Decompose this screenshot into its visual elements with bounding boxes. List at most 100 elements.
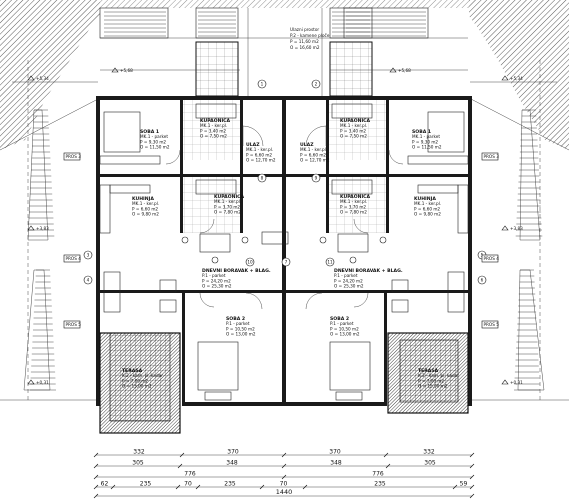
level-marker	[27, 379, 35, 385]
dim-tick	[259, 484, 265, 490]
room-name: TERASA	[418, 368, 439, 374]
room-name: SOBA 1	[140, 129, 159, 135]
dim-tick	[195, 484, 201, 490]
room-name: TERASA	[122, 368, 143, 374]
dim-value: 305	[424, 460, 436, 467]
dim-value: 370	[227, 449, 239, 456]
tiled-floors	[183, 100, 386, 233]
room-spec: O = 25,30 m2	[202, 284, 232, 289]
dim-tick	[469, 474, 475, 480]
stairwell-line-3: O = 16,60 m2	[290, 45, 320, 50]
section-label: PROS 3	[66, 154, 82, 159]
furniture	[99, 103, 469, 401]
dimension-ticks	[93, 452, 475, 499]
room-spec: P = 24,20 m2	[202, 278, 231, 283]
section-label: PROS 4	[484, 256, 500, 261]
dim-tick	[383, 452, 389, 458]
dim-value: 776	[372, 471, 384, 478]
room-spec: O = 13,00 m2	[330, 332, 360, 337]
room-spec: O = 7,80 m2	[340, 210, 367, 215]
dim-value: 62	[101, 481, 109, 488]
level-marker	[501, 225, 509, 231]
dim-value: 776	[184, 471, 196, 478]
room-name: DNEVNI BORAVAK + BLAG.	[334, 268, 403, 274]
dim-tick	[110, 484, 116, 490]
room-spec: MK.1 - parket	[412, 134, 440, 139]
dim-tick	[469, 493, 475, 499]
dim-value: 332	[133, 449, 145, 456]
room-spec: MK.1 - parket	[140, 134, 168, 139]
axis-label: 9	[315, 176, 318, 181]
room-spec: P = 7,00 m2	[418, 378, 444, 383]
axis-circle	[281, 257, 291, 267]
level-marker	[501, 75, 509, 81]
room-spec: MK.1 - ker.pl.	[300, 147, 327, 152]
section-tag	[481, 152, 499, 161]
room-spec: O = 7,80 m2	[214, 210, 241, 215]
axis-label: 6	[481, 278, 484, 283]
dim-tick	[469, 452, 475, 458]
level-value: +3,83	[510, 226, 523, 231]
dim-value: 370	[329, 449, 341, 456]
dim-tick	[281, 463, 287, 469]
dim-tick	[93, 493, 99, 499]
level-marker	[27, 225, 35, 231]
dim-total: 1440	[276, 488, 293, 496]
dim-tick	[177, 463, 183, 469]
section-label: PROS 3	[484, 154, 500, 159]
section-tag	[63, 320, 81, 329]
room-name: KUPAONICA	[340, 118, 371, 124]
dim-tick	[93, 452, 99, 458]
room-spec: P = 9,30 m2	[412, 139, 438, 144]
terraces	[99, 332, 469, 434]
axis-circle	[477, 275, 487, 285]
stairwell-label: Ulazni prostor P.2 - kamene ploče P = 11…	[290, 27, 330, 50]
level-marker	[389, 67, 397, 73]
room-spec: MK.1 - ker.pl.	[414, 201, 441, 206]
axis-circle	[257, 173, 267, 183]
dim-tick	[302, 484, 308, 490]
dim-tick	[93, 474, 99, 480]
room-spec: O = 12,70 m2	[300, 158, 330, 163]
room-spec: O = 7,50 m2	[200, 134, 227, 139]
roof-hatch	[0, 0, 569, 150]
dim-value: 305	[132, 460, 144, 467]
section-label: PROS 5	[66, 322, 82, 327]
dim-value: 70	[184, 481, 192, 488]
door-swings	[165, 125, 404, 310]
axis-circle	[83, 250, 93, 260]
dim-tick	[469, 463, 475, 469]
level-value: +3,83	[36, 226, 49, 231]
room-name: KUPAONICA	[214, 194, 245, 200]
room-spec: O = 11,50 m2	[412, 145, 442, 150]
dim-value: 348	[226, 460, 238, 467]
room-spec: P = 6,60 m2	[300, 152, 326, 157]
axis-circle	[325, 257, 335, 267]
room-spec: MK.1 - ker.pl.	[246, 147, 273, 152]
section-tag	[63, 152, 81, 161]
dim-tick	[469, 484, 475, 490]
section-label: PROS 4	[66, 256, 82, 261]
room-name: ULAZ	[246, 142, 260, 148]
room-name: SOBA 2	[226, 316, 245, 322]
room-spec: P = 10,50 m2	[330, 326, 359, 331]
room-spec: O = 12,70 m2	[246, 158, 276, 163]
room-name: KUHINJA	[132, 196, 154, 202]
dim-tick	[385, 463, 391, 469]
room-spec: P = 3,70 m2	[340, 204, 366, 209]
section-tag	[63, 254, 81, 263]
dim-tick	[175, 484, 181, 490]
room-name: SOBA 1	[412, 129, 431, 135]
level-marker	[111, 67, 119, 73]
room-spec: O = 15,00 m2	[418, 384, 448, 389]
level-value: +0,31	[36, 380, 49, 385]
room-spec: P.1 - parket	[226, 321, 250, 326]
dim-value: 235	[140, 481, 152, 488]
room-spec: MK.1 - ker.pl.	[200, 123, 227, 128]
axis-label: 4	[87, 278, 90, 283]
level-marks: +5,34+5,68+5,68+5,34+3,83+3,83+0,31+0,31	[27, 67, 523, 385]
room-name: KUHINJA	[414, 196, 436, 202]
axis-circle	[311, 173, 321, 183]
